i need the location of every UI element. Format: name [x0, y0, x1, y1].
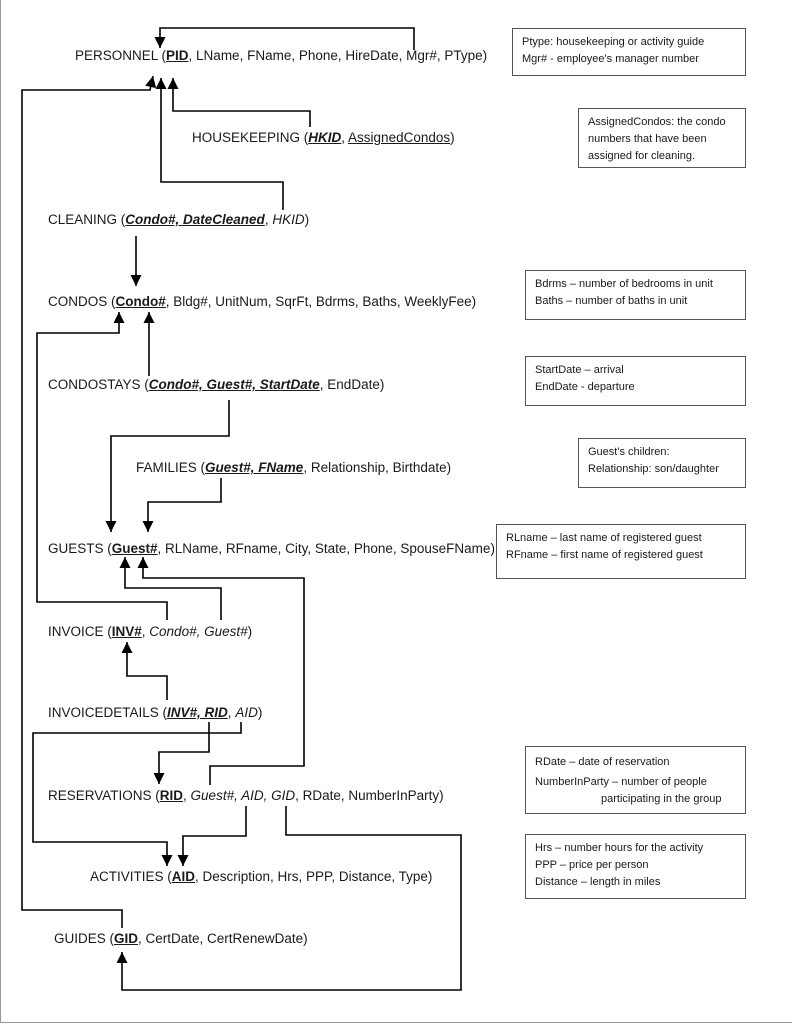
- relation-attributes: , Bldg#, UnitNum, SqrFt, Bdrms, Baths, W…: [165, 294, 477, 309]
- relation-attributes: , CertDate, CertRenewDate): [138, 931, 308, 946]
- relation-name: GUESTS: [48, 541, 104, 556]
- foreign-key: Condo#, Guest#: [149, 624, 248, 639]
- relation-name: GUIDES: [54, 931, 106, 946]
- primary-key: HKID: [308, 130, 342, 145]
- relation-attributes: , Description, Hrs, PPP, Distance, Type): [195, 869, 433, 884]
- primary-key: INV#, RID: [167, 705, 228, 720]
- relation-name: ACTIVITIES: [90, 869, 164, 884]
- relation-name: INVOICE: [48, 624, 104, 639]
- relation-name: FAMILIES: [136, 460, 197, 475]
- relation-name: CONDOSTAYS: [48, 377, 141, 392]
- relation-name: RESERVATIONS: [48, 788, 152, 803]
- relation-invoicedetails: INVOICEDETAILS (INV#, RID, AID): [48, 705, 263, 720]
- connector-housekeeping-pid: [167, 78, 311, 127]
- note-families: Guest's children: Relationship: son/daug…: [578, 438, 746, 488]
- primary-key: GID: [114, 931, 139, 946]
- primary-key: AID: [171, 869, 196, 884]
- assigned-condos-attribute: AssignedCondos: [348, 130, 451, 145]
- relation-name: CLEANING: [48, 212, 118, 227]
- relation-condostays: CONDOSTAYS (Condo#, Guest#, StartDate, E…: [48, 377, 385, 392]
- connector-reservations-guides: [116, 806, 462, 991]
- primary-key: Guest#: [111, 541, 158, 556]
- connector-condostays-guests: [105, 400, 230, 532]
- relation-guests: GUESTS (Guest#, RLName, RFname, City, St…: [48, 541, 495, 556]
- relation-attributes: , EndDate): [319, 377, 385, 392]
- note-condos: Bdrms – number of bedrooms in unit Baths…: [525, 270, 746, 320]
- primary-key: Condo#, DateCleaned: [125, 212, 265, 227]
- relation-name: HOUSEKEEPING: [192, 130, 301, 145]
- foreign-key: HKID: [272, 212, 305, 227]
- relation-housekeeping: HOUSEKEEPING (HKID, AssignedCondos): [192, 130, 455, 145]
- note-reservations: RDate – date of reservation NumberInPart…: [525, 746, 746, 814]
- relation-activities: ACTIVITIES (AID, Description, Hrs, PPP, …: [90, 869, 433, 884]
- primary-key: Condo#: [115, 294, 166, 309]
- connector-reservations-guests: [137, 557, 305, 785]
- foreign-key: AID: [235, 705, 258, 720]
- relation-invoice: INVOICE (INV#, Condo#, Guest#): [48, 624, 253, 639]
- connector-invoice-guests: [119, 557, 222, 620]
- connector-invoicedetails-reservations: [153, 722, 210, 784]
- primary-key: INV#: [111, 624, 142, 639]
- relation-attributes: , LName, FName, Phone, HireDate, Mgr#, P…: [188, 48, 488, 63]
- relation-attributes: , Relationship, Birthdate): [303, 460, 452, 475]
- primary-key: Condo#, Guest#, StartDate: [148, 377, 320, 392]
- connector-guides-pid: [21, 75, 157, 928]
- relation-condos: CONDOS (Condo#, Bldg#, UnitNum, SqrFt, B…: [48, 294, 477, 309]
- connector-invoice-condos: [36, 312, 168, 620]
- relation-families: FAMILIES (Guest#, FName, Relationship, B…: [136, 460, 452, 475]
- primary-key: Guest#, FName: [205, 460, 304, 475]
- note-personnel: Ptype: housekeeping or activity guide Mg…: [512, 28, 746, 76]
- relation-name: INVOICEDETAILS: [48, 705, 159, 720]
- relation-name: CONDOS: [48, 294, 108, 309]
- connector-cleaning-pid: [155, 78, 284, 210]
- connector-invoicedetails-invoice: [121, 642, 168, 700]
- relation-attributes: , RDate, NumberInParty): [295, 788, 444, 803]
- note-activities: Hrs – number hours for the activity PPP …: [525, 834, 746, 899]
- relation-cleaning: CLEANING (Condo#, DateCleaned, HKID): [48, 212, 310, 227]
- connector-families-guests: [142, 478, 222, 532]
- relation-attributes: , RLName, RFname, City, State, Phone, Sp…: [157, 541, 495, 556]
- relation-name: PERSONNEL: [75, 48, 158, 63]
- foreign-key: Guest#, AID, GID: [190, 788, 296, 803]
- note-guests: RLname – last name of registered guest R…: [496, 524, 746, 579]
- note-housekeeping: AssignedCondos: the condo numbers that h…: [578, 108, 746, 168]
- relation-guides: GUIDES (GID, CertDate, CertRenewDate): [54, 931, 308, 946]
- primary-key: RID: [159, 788, 184, 803]
- relation-reservations: RESERVATIONS (RID, Guest#, AID, GID, RDa…: [48, 788, 444, 803]
- relation-personnel: PERSONNEL (PID, LName, FName, Phone, Hir…: [75, 48, 488, 63]
- connector-reservations-activities: [177, 806, 247, 866]
- connector-mgr-pid: [154, 27, 415, 50]
- connector-invoicedetails-activities: [32, 722, 242, 866]
- note-condostays: StartDate – arrival EndDate - departure: [525, 356, 746, 406]
- primary-key: PID: [166, 48, 189, 63]
